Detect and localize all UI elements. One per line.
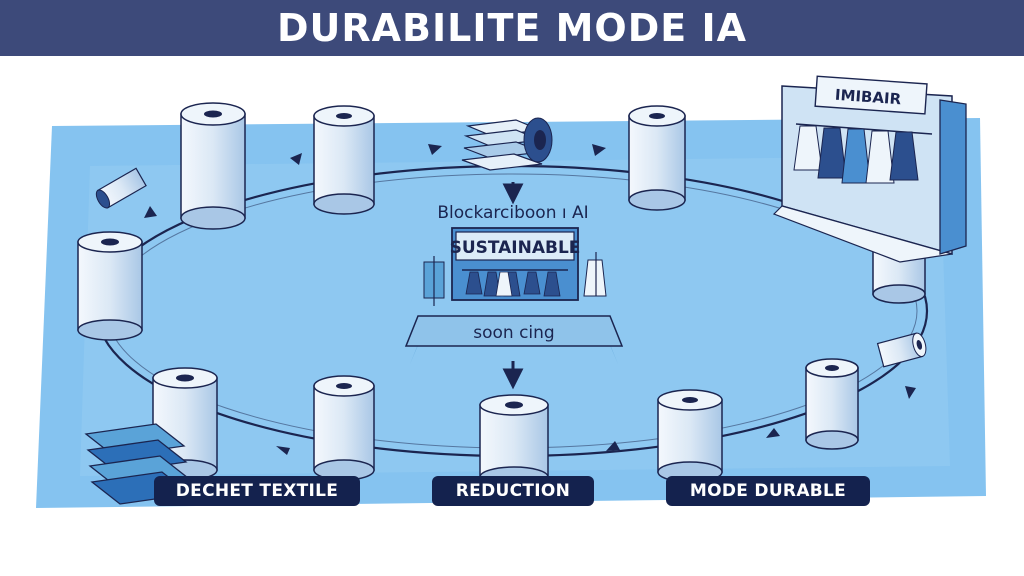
fabric-roll-icon [77,231,143,341]
folded-cloth-icon [461,117,553,171]
fabric-roll-icon [313,375,375,481]
title-bar: DURABILITE MODE IA [0,0,1024,56]
base-text: soon cing [473,323,554,343]
banner-text: SUSTAINABLE [450,238,581,258]
arrow-icon [144,144,916,455]
fabric-roll-icon [805,358,859,450]
fabric-roll-icon [479,394,549,488]
sustainable-store: SUSTAINABLE soon cing [404,227,624,364]
fabric-roll-icon [180,102,246,230]
label-mode-durable: MODE DURABLE [666,476,870,506]
page-title: DURABILITE MODE IA [276,6,748,50]
label-reduction: REDUCTION [432,476,594,506]
circular-economy-illustration: Blockarciboon ı AI SUSTAINABLE soon cing [36,75,986,508]
fabric-roll-icon [95,167,147,209]
fabric-roll-icon [628,105,686,211]
store-sign-text: IMIBAIR [834,86,902,109]
clothing-store-icon: IMIBAIR [772,75,967,263]
fabric-roll-icon [876,332,927,368]
center-caption: Blockarciboon ı AI [437,203,588,223]
fabric-roll-icon [657,389,723,483]
label-dechet-textile: DECHET TEXTILE [154,476,360,506]
fabric-roll-icon [313,105,375,215]
